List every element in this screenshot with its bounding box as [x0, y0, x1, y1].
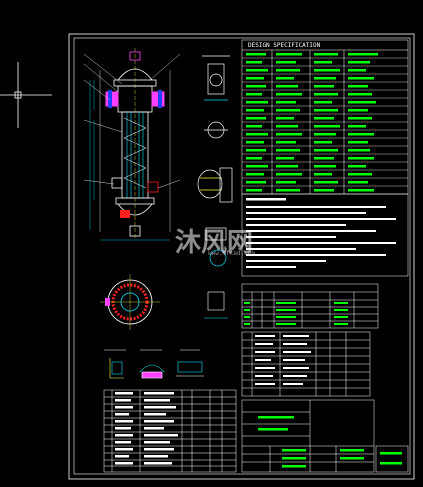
- weld-detail-2: [139, 349, 165, 379]
- watermark-url: www.mfcad.com: [208, 250, 255, 257]
- drawing-inner-frame: [73, 37, 411, 475]
- design-spec-rows: [242, 57, 408, 187]
- design-spec-values: [246, 53, 378, 192]
- crosshair-cursor-icon: [0, 62, 52, 128]
- nozzle-table-values: [244, 302, 348, 325]
- detail-view-weld: [204, 291, 228, 319]
- standard-parts-table: [241, 331, 371, 397]
- parts-list-table: [103, 389, 237, 473]
- title-block: [241, 399, 409, 473]
- weld-detail-1: [104, 349, 126, 379]
- notes-frame: [241, 193, 409, 277]
- parts-list-rows: [115, 392, 178, 465]
- drawing-sheet-frame: [68, 33, 415, 480]
- detail-view-lower: [205, 227, 227, 267]
- dimension-lines: [89, 80, 170, 241]
- detail-view-flange: [197, 167, 233, 203]
- title-block-values: [258, 416, 402, 468]
- detail-view-top: [202, 55, 230, 101]
- heat-exchanger-vessel: [83, 48, 181, 240]
- tube-sheet-section: [100, 274, 160, 330]
- design-spec-title: DESIGN SPECIFICATION: [248, 42, 321, 49]
- nozzle-table: [241, 283, 379, 329]
- standard-parts-values: [255, 335, 311, 385]
- watermark-logo: 沐风网: [175, 228, 254, 258]
- weld-detail-3: [176, 349, 204, 377]
- technical-notes: [246, 198, 396, 268]
- detail-view-middle: [204, 121, 228, 139]
